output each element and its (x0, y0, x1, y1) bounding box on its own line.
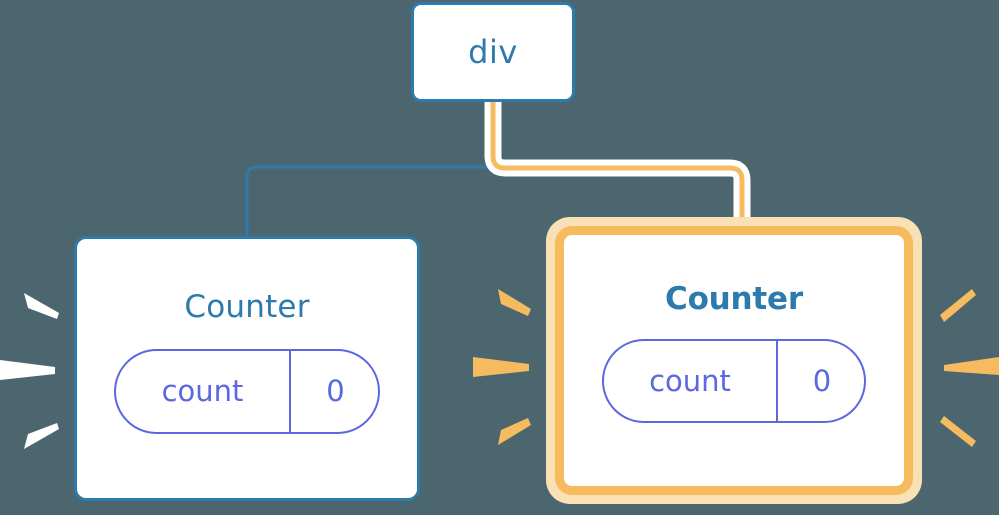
burst-orange-mid-bottom-icon (498, 418, 531, 445)
node-counter-right-highlight-glow[interactable]: Counter count 0 (546, 217, 922, 504)
burst-group-right (940, 289, 999, 447)
node-div-label: div (468, 33, 518, 71)
burst-white-middle-icon (0, 360, 55, 380)
burst-white-bottom-icon (24, 423, 59, 449)
counter-right-state-pill: count 0 (602, 339, 866, 423)
burst-orange-right-top-icon (940, 289, 976, 322)
burst-group-middle (473, 289, 531, 445)
burst-orange-mid-top-icon (498, 289, 531, 316)
node-counter-right[interactable]: Counter count 0 (555, 226, 913, 495)
burst-white-top-icon (24, 293, 59, 319)
connector-div-to-right-counter (490, 96, 745, 244)
counter-left-state-key: count (161, 374, 244, 408)
counter-left-title: Counter (184, 289, 310, 325)
counter-right-title: Counter (665, 281, 803, 317)
counter-right-state-value: 0 (776, 341, 864, 421)
burst-group-left-outer (0, 293, 59, 449)
node-div[interactable]: div (411, 2, 575, 102)
node-counter-left[interactable]: Counter count 0 (74, 236, 420, 501)
burst-orange-right-middle-icon (944, 357, 999, 375)
counter-right-state-key: count (649, 363, 731, 398)
counter-left-state-pill: count 0 (114, 349, 380, 434)
counter-left-state-value: 0 (289, 351, 378, 432)
burst-orange-right-bottom-icon (940, 416, 976, 447)
burst-orange-mid-middle-icon (473, 357, 529, 377)
